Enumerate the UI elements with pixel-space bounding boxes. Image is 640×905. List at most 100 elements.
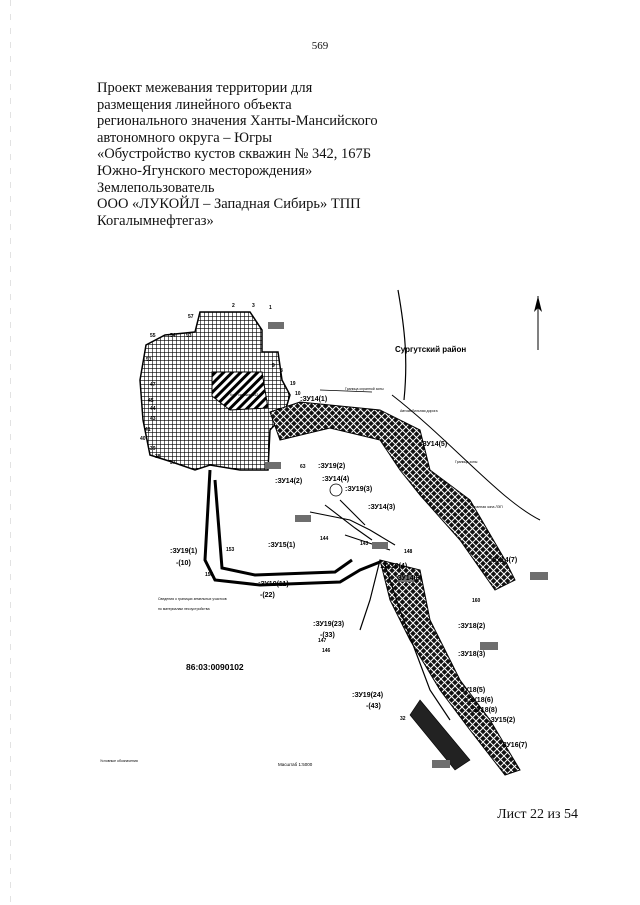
point-numbers: 57 2 3 1 55 54 53 51 47 45 44 43 41 40 39 38 37 19 10 98 63 1… bbox=[140, 303, 481, 722]
map-tag bbox=[398, 575, 414, 582]
plot-label: :ЗУ19(24) bbox=[352, 692, 383, 699]
plot-label: -(43) bbox=[366, 703, 381, 710]
point-number: 63 bbox=[300, 464, 306, 470]
map-tag bbox=[432, 760, 450, 768]
map-note: Автомобильная дорога bbox=[400, 409, 438, 413]
map-note: по материалам лесоустройства bbox=[158, 607, 210, 611]
plot-label: :ЗУ14(1) bbox=[300, 396, 327, 403]
plot-label: -(22) bbox=[260, 592, 275, 599]
map-tag bbox=[268, 322, 284, 329]
map-note: Охранная зона ЛЭП bbox=[470, 505, 503, 509]
hatched-area bbox=[211, 371, 269, 411]
plot-label: :ЗУ19(2) bbox=[318, 463, 345, 470]
plot-label: :ЗУ15(1) bbox=[268, 542, 295, 549]
region-label-text: Сургутский район bbox=[395, 345, 466, 354]
title-line: Проект межевания территории для bbox=[97, 80, 313, 96]
pipeline-network bbox=[309, 499, 396, 551]
map-tag bbox=[295, 515, 311, 522]
map-note: Куст скважин 342 bbox=[230, 393, 258, 397]
north-arrow-icon bbox=[534, 296, 542, 350]
point-number: 2 bbox=[232, 303, 235, 309]
title-block: Проект межевания территории для размещен… bbox=[97, 80, 517, 229]
cadastral-block-label: 86:03:0090102 bbox=[186, 662, 244, 672]
point-number: 55 bbox=[150, 333, 156, 339]
point-number: 10 bbox=[295, 391, 301, 397]
plot-label: :ЗУ18(4) bbox=[380, 563, 407, 570]
title-line: автономного округа – Югры bbox=[97, 129, 273, 146]
sheet-footer: Лист 22 из 54 bbox=[497, 807, 578, 822]
point-number: 144 bbox=[320, 536, 329, 542]
corridor-loop-outline bbox=[203, 469, 381, 587]
point-number: 146 bbox=[322, 648, 331, 654]
title-line: Землепользователь bbox=[97, 179, 215, 196]
point-number: 45 bbox=[148, 398, 154, 404]
point-number: 57 bbox=[188, 314, 194, 320]
point-number: 53 bbox=[186, 333, 192, 339]
plot-label: :ЗУ18(5) bbox=[458, 687, 485, 694]
map-tag bbox=[372, 542, 388, 549]
corridor-south-strip bbox=[409, 699, 471, 771]
point-number: 9 bbox=[272, 363, 275, 369]
point-number: 148 bbox=[404, 549, 413, 555]
plot-label: :ЗУ18(2) bbox=[458, 623, 485, 630]
plot-label: :ЗУ14(7) bbox=[490, 557, 517, 564]
plot-label: :ЗУ14(6) bbox=[395, 575, 422, 582]
point-number: 38 bbox=[155, 454, 161, 460]
plot-label: -(10) bbox=[176, 560, 191, 567]
plot-label: :ЗУ19(3) bbox=[345, 486, 372, 493]
pipeline-south bbox=[359, 559, 451, 721]
page-number: 569 bbox=[311, 40, 329, 52]
crossing-marker bbox=[329, 483, 343, 497]
point-number: 153 bbox=[226, 547, 235, 553]
corridor-east bbox=[379, 559, 521, 776]
boundary-line-east bbox=[391, 394, 541, 521]
point-number: 1 bbox=[269, 305, 272, 311]
point-number: 37 bbox=[170, 460, 176, 466]
region-label: Сургутский район bbox=[395, 345, 466, 354]
river-line bbox=[397, 289, 407, 401]
plot-label: :ЗУ19(11) bbox=[258, 581, 289, 588]
point-number: 32 bbox=[400, 716, 406, 722]
scan-edge-artifact bbox=[10, 0, 11, 905]
map-note: Условные обозначения bbox=[100, 759, 138, 763]
plot-label: :ЗУ14(5) bbox=[420, 441, 447, 448]
plot-label: :ЗУ18(6) bbox=[466, 697, 493, 704]
point-number: 51 bbox=[146, 357, 152, 363]
point-number: 160 bbox=[472, 598, 481, 604]
leader-line bbox=[319, 389, 373, 393]
point-number: 19 bbox=[290, 381, 296, 387]
point-number: 41 bbox=[145, 427, 151, 433]
map-tag bbox=[480, 642, 498, 650]
point-number: 47 bbox=[150, 382, 156, 388]
plot-labels: :ЗУ14(1):ЗУ14(5):ЗУ19(2):ЗУ14(4):ЗУ14(2)… bbox=[170, 396, 527, 749]
point-number: 43 bbox=[150, 416, 156, 422]
point-number: 44 bbox=[150, 406, 156, 412]
plot-label: :ЗУ18(3) bbox=[458, 651, 485, 658]
title-line: Когалымнефтегаз» bbox=[97, 212, 214, 229]
plot-label: :ЗУ15(2) bbox=[488, 717, 515, 724]
corridor-north bbox=[269, 401, 516, 591]
map-note: Граница зоны bbox=[455, 460, 478, 464]
plot-label: :ЗУ14(3) bbox=[368, 504, 395, 511]
plot-label: :ЗУ19(1) bbox=[170, 548, 197, 555]
plot-label: -(33) bbox=[320, 632, 335, 639]
point-number: 143 bbox=[360, 541, 369, 547]
title-line: размещения линейного объекта bbox=[97, 96, 292, 113]
point-number: 54 bbox=[170, 333, 176, 339]
title-line: «Обустройство кустов скважин № 342, 167Б bbox=[97, 146, 372, 163]
plot-label: :ЗУ16(7) bbox=[500, 742, 527, 749]
point-number: 8 bbox=[280, 368, 283, 374]
map-note: Сведения о границах земельных участков bbox=[158, 597, 227, 601]
plot-label: :ЗУ19(23) bbox=[313, 621, 344, 628]
point-number: 3 bbox=[252, 303, 255, 309]
title-line: ООО «ЛУКОЙЛ – Западная Сибирь» ТПП bbox=[97, 196, 361, 213]
point-number: 39 bbox=[150, 446, 156, 452]
plot-label: :ЗУ14(4) bbox=[322, 476, 349, 483]
plot-label: :ЗУ18(8) bbox=[470, 707, 497, 714]
point-number: 40 bbox=[140, 436, 146, 442]
scale-caption: Масштаб 1:5000 bbox=[278, 762, 313, 767]
title-line: регионального значения Ханты-Мансийского bbox=[97, 113, 378, 130]
title-line: Южно-Ягунского месторождения» bbox=[97, 162, 313, 179]
point-number: 147 bbox=[318, 638, 327, 644]
